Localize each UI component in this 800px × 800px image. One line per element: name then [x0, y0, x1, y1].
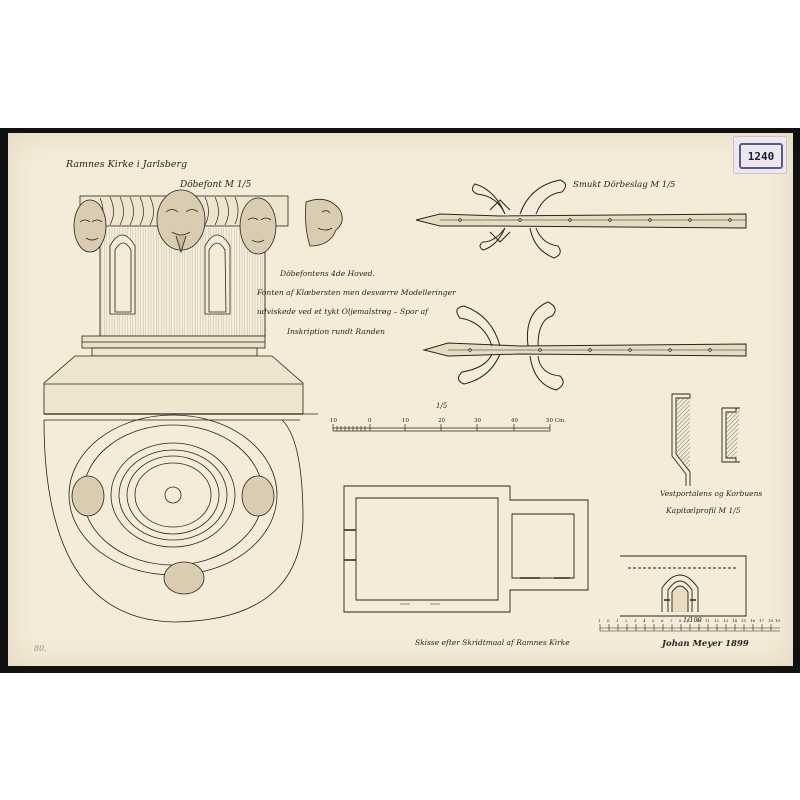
floor-plan-caption: Skisse efter Skridtmaal af Ramnes Kirke [415, 638, 570, 647]
door-hinge-lower [422, 301, 747, 391]
scale2-tick: 14 [732, 618, 738, 623]
carved-head-left [73, 199, 107, 253]
portal-profile-label: Vestportalens og Korbuens [660, 489, 763, 498]
pencil-mark: 80. [34, 644, 47, 653]
font-elevation-drawing [43, 189, 343, 415]
portal-profile-scale-label: Kapitælprofil M 1/5 [666, 506, 741, 515]
scale2-tick: 19 [775, 618, 781, 623]
carved-head-profile [305, 198, 343, 247]
drawing-title: Ramnes Kirke i Jarlsberg [66, 159, 188, 170]
scale2-tick: 1 [598, 618, 601, 623]
scale1-tick: 40 [511, 418, 518, 424]
scale1-tick: 0 [368, 418, 372, 424]
plan-head-left [71, 475, 105, 517]
artist-signature: Johan Meyer 1899 [662, 639, 749, 649]
scale1-tick: 50 Cm. [546, 418, 566, 424]
scale2-tick: 15 [741, 618, 747, 623]
font-note-line: Döbefontens 4de Hoved. [280, 269, 375, 278]
font-note-line: udviskede ved et tykt Oljemalstrøg – Spo… [257, 307, 428, 316]
catalog-number: 1240 [739, 143, 783, 169]
catalog-label: 1240 [733, 136, 787, 174]
scale1-tick: 30 [474, 418, 481, 424]
scale2-tick: 7 [670, 618, 673, 623]
scale2-tick: 5 [652, 618, 655, 623]
plan-head-bottom [163, 561, 205, 595]
font-plan-drawing [43, 414, 304, 623]
scale2-tick: 17 [759, 618, 765, 623]
church-floor-plan [343, 485, 589, 613]
portal-capital-profile [671, 393, 740, 486]
scale2-tick: 13 [723, 618, 729, 623]
scale2-tick: 16 [750, 618, 756, 623]
scale2-tick: 12 [714, 618, 720, 623]
font-note-line: Inskription rundt Randen [287, 327, 385, 336]
scale2-tick-labels: 1 0 1 2 3 4 5 6 7 8 9 10 11 12 13 14 15 … [598, 618, 781, 623]
scale2-tick: 0 [607, 618, 610, 623]
font-label: Döbefont M 1/5 [180, 180, 252, 190]
scale1-tick: 10 [402, 418, 409, 424]
scale-fraction-label: 1/5 [436, 402, 448, 410]
scale2-tick: 3 [634, 618, 637, 623]
carved-head-center [156, 189, 206, 254]
font-note-line: Fonten af Klæbersten men desværre Modell… [257, 288, 456, 297]
scale2-tick: 1 [616, 618, 619, 623]
carved-head-right [239, 197, 277, 255]
scale-bar-cm [332, 424, 551, 432]
scale-fraction-label: 1/100 [683, 616, 702, 624]
hinge-label: Smukt Dörbeslag M 1/5 [573, 180, 676, 190]
scale2-tick: 2 [625, 618, 628, 623]
scale2-tick: 4 [643, 618, 646, 623]
scale2-tick: 9 [687, 618, 690, 623]
scale2-tick: 6 [661, 618, 664, 623]
door-hinge-upper [415, 179, 747, 259]
scale2-tick: 8 [679, 618, 682, 623]
scale2-tick: 18 [768, 618, 774, 623]
scale1-tick-labels: 10 0 10 20 30 40 50 Cm. [330, 418, 566, 424]
scale2-tick: 10 [696, 618, 702, 623]
scale2-tick: 11 [705, 618, 710, 623]
scale1-tick: 10 [330, 418, 337, 424]
portal-elevation [620, 555, 747, 617]
scale1-tick: 20 [438, 418, 445, 424]
scale-bar-meter [599, 624, 780, 632]
plan-head-right [241, 475, 275, 517]
